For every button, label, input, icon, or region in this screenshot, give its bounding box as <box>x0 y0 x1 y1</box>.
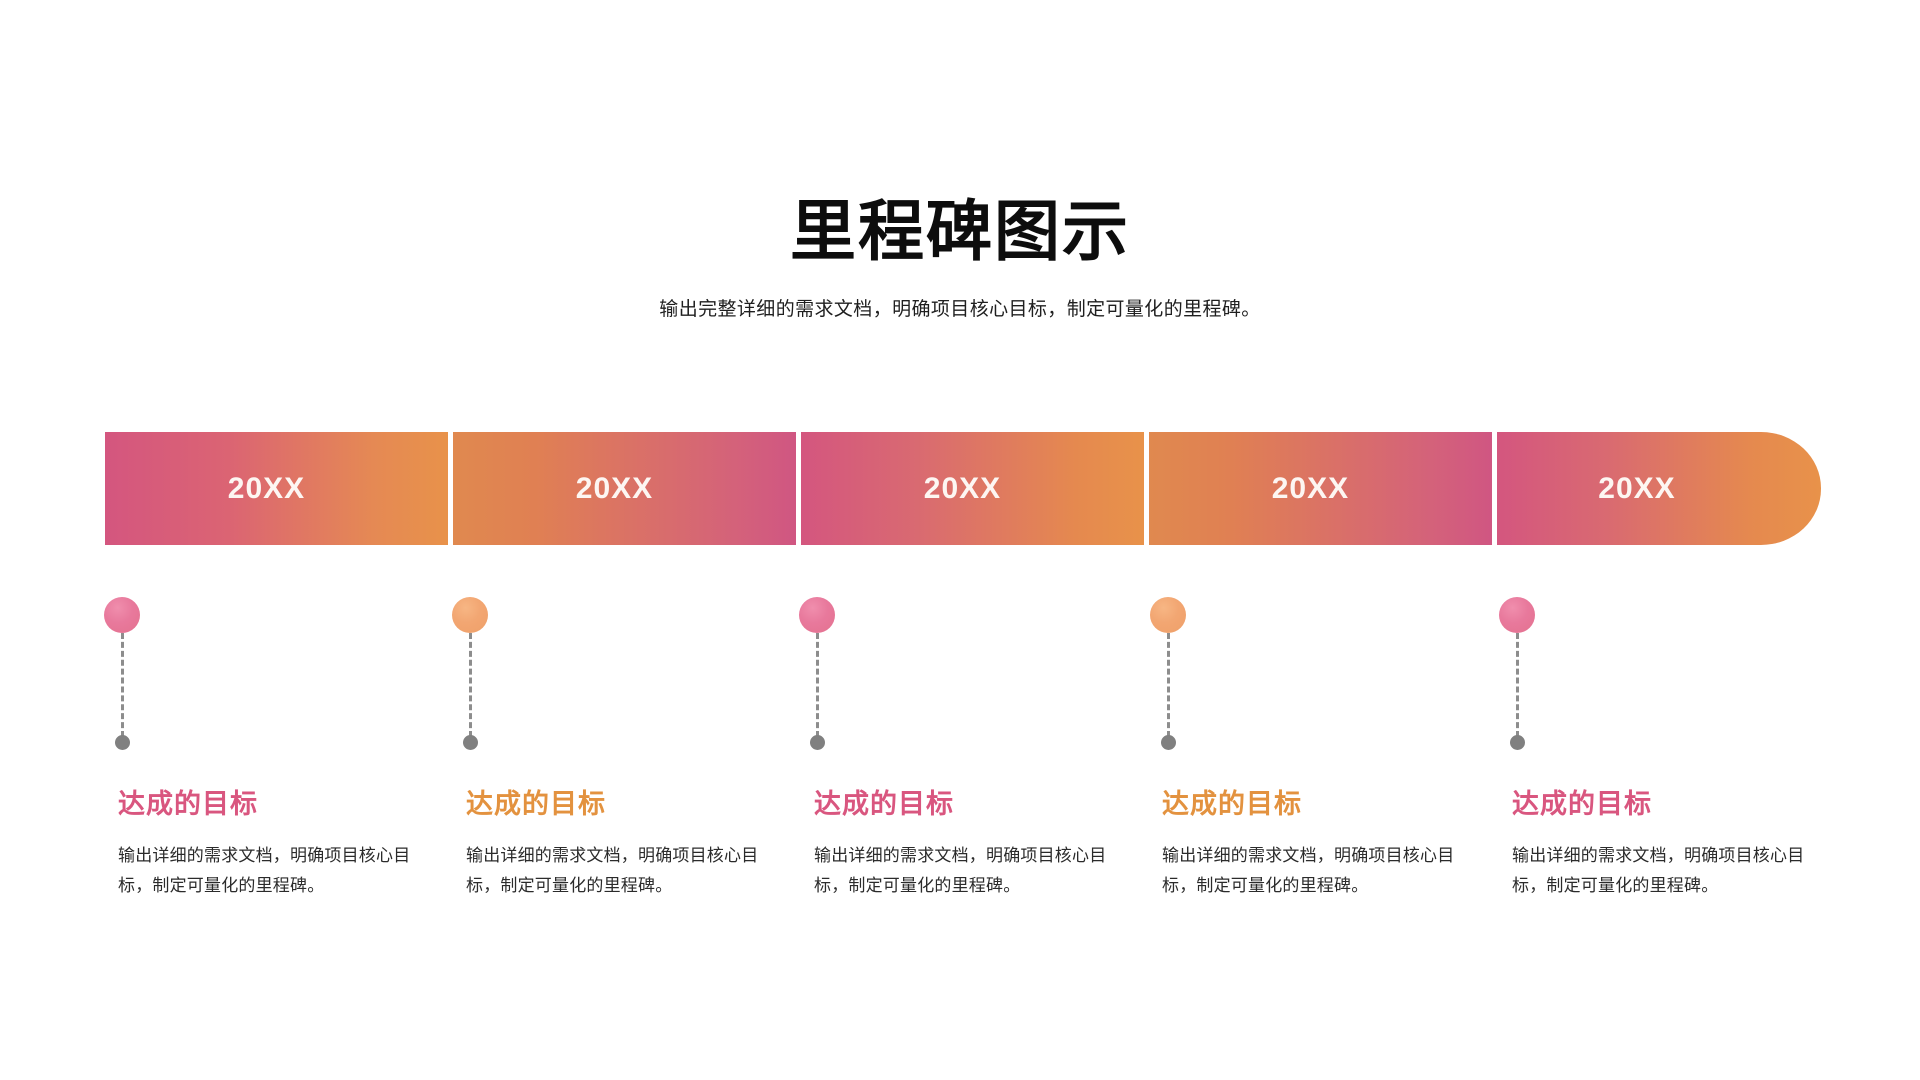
page-subtitle: 输出完整详细的需求文档，明确项目核心目标，制定可量化的里程碑。 <box>659 299 1261 320</box>
milestone-descriptions: 达成的目标 输出详细的需求文档，明确项目核心目标，制定可量化的里程碑。 达成的目… <box>0 789 1920 1030</box>
column-body: 输出详细的需求文档，明确项目核心目标，制定可量化的里程碑。 <box>1512 845 1805 895</box>
marker-dot-icon <box>1499 597 1535 633</box>
segment-year-label: 20XX <box>1271 471 1350 505</box>
marker-end-dot-icon <box>809 735 825 750</box>
milestone-column-2: 达成的目标 输出详细的需求文档，明确项目核心目标，制定可量化的里程碑。 <box>466 789 784 901</box>
timeline-segment-4[interactable]: 20XX <box>1148 432 1492 545</box>
column-title: 达成的目标 <box>466 789 606 819</box>
segment-year-label: 20XX <box>575 471 654 505</box>
marker-end-dot-icon <box>114 735 130 750</box>
column-title: 达成的目标 <box>1162 789 1302 819</box>
column-body: 输出详细的需求文档，明确项目核心目标，制定可量化的里程碑。 <box>814 845 1107 895</box>
column-title: 达成的目标 <box>1512 789 1652 819</box>
marker-stem-line <box>1166 633 1170 737</box>
milestone-marker-5[interactable] <box>1497 597 1537 750</box>
marker-stem-line <box>468 633 472 737</box>
marker-end-dot-icon <box>462 735 478 750</box>
marker-dot-icon <box>104 597 140 633</box>
milestone-marker-3[interactable] <box>797 597 837 750</box>
page-title: 里程碑图示 <box>790 194 1130 268</box>
milestone-column-5: 达成的目标 输出详细的需求文档，明确项目核心目标，制定可量化的里程碑。 <box>1512 789 1814 901</box>
milestone-marker-1[interactable] <box>102 597 142 750</box>
segment-year-label: 20XX <box>227 471 306 505</box>
marker-stem-line <box>120 633 124 737</box>
timeline-bar: 20XX 20XX 20XX 20XX 20XX <box>105 432 1822 545</box>
column-title: 达成的目标 <box>118 789 258 819</box>
marker-end-dot-icon <box>1160 735 1176 750</box>
header: 里程碑图示 输出完整详细的需求文档，明确项目核心目标，制定可量化的里程碑。 <box>0 0 1920 321</box>
column-body: 输出详细的需求文档，明确项目核心目标，制定可量化的里程碑。 <box>1162 845 1455 895</box>
marker-dot-icon <box>799 597 835 633</box>
marker-stem-line <box>1515 633 1519 737</box>
column-title: 达成的目标 <box>814 789 954 819</box>
marker-dot-icon <box>1150 597 1186 633</box>
milestone-column-4: 达成的目标 输出详细的需求文档，明确项目核心目标，制定可量化的里程碑。 <box>1162 789 1480 901</box>
milestone-column-1: 达成的目标 输出详细的需求文档，明确项目核心目标，制定可量化的里程碑。 <box>118 789 436 901</box>
marker-stem-line <box>815 633 819 737</box>
timeline-segment-3[interactable]: 20XX <box>800 432 1144 545</box>
column-body: 输出详细的需求文档，明确项目核心目标，制定可量化的里程碑。 <box>118 845 411 895</box>
marker-end-dot-icon <box>1509 735 1525 750</box>
timeline-segment-1[interactable]: 20XX <box>105 432 448 545</box>
timeline-segment-2[interactable]: 20XX <box>452 432 796 545</box>
milestone-marker-2[interactable] <box>450 597 490 750</box>
marker-dot-icon <box>452 597 488 633</box>
milestone-marker-4[interactable] <box>1148 597 1188 750</box>
column-body: 输出详细的需求文档，明确项目核心目标，制定可量化的里程碑。 <box>466 845 759 895</box>
segment-year-label: 20XX <box>923 471 1002 505</box>
segment-year-label: 20XX <box>1598 471 1676 505</box>
timeline-segment-5[interactable]: 20XX <box>1496 432 1822 545</box>
milestone-column-3: 达成的目标 输出详细的需求文档，明确项目核心目标，制定可量化的里程碑。 <box>814 789 1132 901</box>
